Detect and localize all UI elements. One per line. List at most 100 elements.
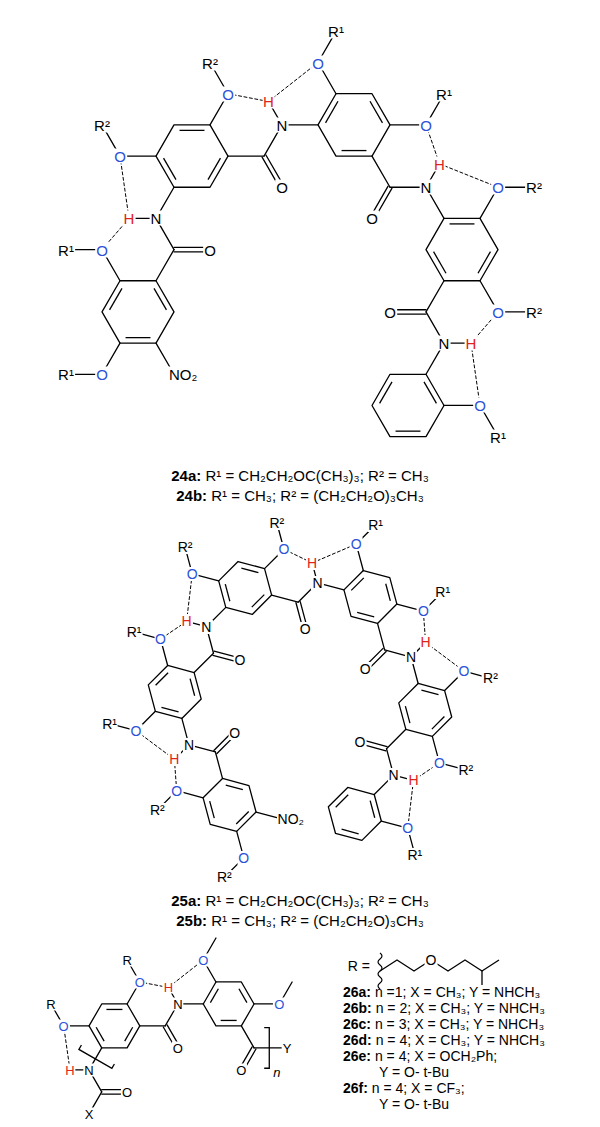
nitrogen-atom: N (83, 1063, 94, 1076)
carbonyl-oxygen: O (383, 304, 397, 319)
carbonyl-oxygen: O (275, 180, 289, 195)
hydrogen-atom: H (407, 773, 419, 787)
r-group-label: R¹ (126, 625, 143, 639)
aromatic-double-bond (225, 584, 230, 601)
aromatic-double-bond (126, 337, 151, 338)
oxygen-atom: O (473, 398, 487, 413)
bond-line (156, 250, 174, 281)
nitrogen-atom: N (420, 180, 433, 195)
repeat-index: n (272, 1066, 281, 1079)
aromatic-double-bond (161, 707, 178, 712)
aromatic-double-bond (326, 101, 338, 123)
aromatic-double-bond (380, 382, 392, 404)
oxygen-atom: O (273, 997, 285, 1010)
hydrogen-bond (120, 156, 129, 218)
oxygen-atom: O (419, 117, 433, 132)
oxygen-atom: O (491, 180, 505, 195)
benzene-ring (89, 1004, 140, 1048)
benzene-ring (399, 683, 452, 736)
compound-definition: 26d: n = 4; X = CH₃; Y = NHCH₃ (343, 1032, 545, 1048)
compound-definition: 26f: n = 4; X = CF₃; Y = O- t-Bu (343, 1080, 465, 1112)
aromatic-double-bond (370, 101, 382, 123)
bond-line (215, 752, 222, 778)
aromatic-double-bond (236, 812, 249, 825)
aromatic-double-bond (210, 801, 215, 818)
nitrogen-atom: N (183, 738, 195, 752)
nitro-group: NO₂ (168, 367, 198, 382)
carbonyl-oxygen: O (203, 242, 217, 257)
oxygen-atom: O (95, 367, 109, 382)
oxygen-atom: O (95, 242, 109, 257)
nitrogen-atom: N (388, 768, 400, 782)
compound-caption: 25b: R¹ = CH₃; R² = (CH₂CH₂O)₃CH₃ (176, 913, 423, 929)
oxygen-atom: O (401, 821, 414, 835)
compound-definition: 26e: n = 4; X = OCH₂Ph; Y = O- t-Bu (343, 1048, 497, 1080)
bond-line (378, 623, 385, 649)
hydrogen-bond (440, 164, 499, 187)
benzene-ring (372, 374, 444, 436)
nitrogen-atom: N (150, 211, 163, 226)
substituent-label: X (84, 1107, 95, 1120)
structure-group (51, 938, 292, 1114)
carbonyl-oxygen: O (234, 653, 247, 667)
r-group-label: R² (268, 516, 285, 530)
r-group-label: R¹ (57, 367, 75, 382)
aromatic-double-bond (450, 223, 475, 224)
aromatic-double-bond (154, 288, 166, 310)
r-group-label: R² (458, 763, 475, 777)
r-group-branch (481, 971, 482, 985)
benzene-ring (426, 218, 498, 280)
aromatic-double-bond (221, 1020, 237, 1021)
hydrogen-atom: H (163, 981, 174, 994)
benzene-ring (148, 665, 201, 718)
aromatic-double-bond (342, 829, 359, 834)
aromatic-double-bond (421, 690, 438, 695)
oxygen-atom: O (197, 953, 209, 966)
hydrogen-atom: H (168, 752, 180, 766)
oxygen-atom: O (130, 724, 143, 738)
r-group-chain (380, 960, 499, 971)
aromatic-double-bond (396, 430, 421, 431)
r-group-label: R² (149, 803, 166, 817)
compound-definition: 26a: n =1; X = CH₃; Y = NHCH₃ (343, 984, 540, 1000)
benzene-ring (203, 982, 254, 1026)
aromatic-double-bond (432, 717, 445, 730)
aromatic-double-bond (190, 679, 195, 696)
aromatic-double-bond (96, 1027, 104, 1041)
hydrogen-atom: H (180, 614, 192, 628)
aromatic-double-bond (164, 158, 176, 180)
aromatic-double-bond (357, 612, 374, 617)
carbonyl-oxygen: O (354, 735, 367, 749)
oxygen-atom: O (237, 851, 250, 865)
aromatic-double-bond (239, 989, 247, 1003)
aromatic-double-bond (336, 795, 349, 808)
r-group-label: R² (525, 304, 543, 319)
r-group-label: R¹ (489, 429, 507, 444)
r-group-label: R (45, 997, 56, 1010)
aromatic-double-bond (241, 568, 258, 573)
nitrogen-atom: N (311, 576, 323, 590)
r-group-label: R¹ (57, 242, 75, 257)
aromatic-double-bond (125, 1027, 133, 1041)
r-group-label: R² (201, 55, 219, 70)
bond-line (194, 653, 213, 672)
oxygen-atom: O (58, 1019, 70, 1032)
carbonyl-oxygen: O (299, 622, 312, 636)
hydrogen-atom: H (64, 1063, 75, 1076)
compound-caption: 24a: R¹ = CH₂CH₂OC(CH₃)₃; R² = CH₃ (171, 468, 429, 484)
oxygen-atom: O (186, 567, 199, 581)
oxygen-atom: O (154, 632, 167, 646)
r-group-label: R¹ (101, 717, 118, 731)
oxygen-atom: O (134, 975, 146, 988)
aromatic-double-bond (405, 706, 410, 723)
r-group-label: R¹ (435, 86, 453, 101)
compound-definition: 26b: n = 2; X = CH₃; Y = NHCH₃ (343, 1000, 545, 1016)
aromatic-double-bond (110, 288, 122, 310)
oxygen-atom: O (311, 55, 325, 70)
carbonyl-oxygen: O (121, 1085, 133, 1098)
hydrogen-bond (471, 343, 480, 405)
carbonyl-oxygen: O (172, 1041, 184, 1054)
r-group-label: R² (525, 180, 543, 195)
